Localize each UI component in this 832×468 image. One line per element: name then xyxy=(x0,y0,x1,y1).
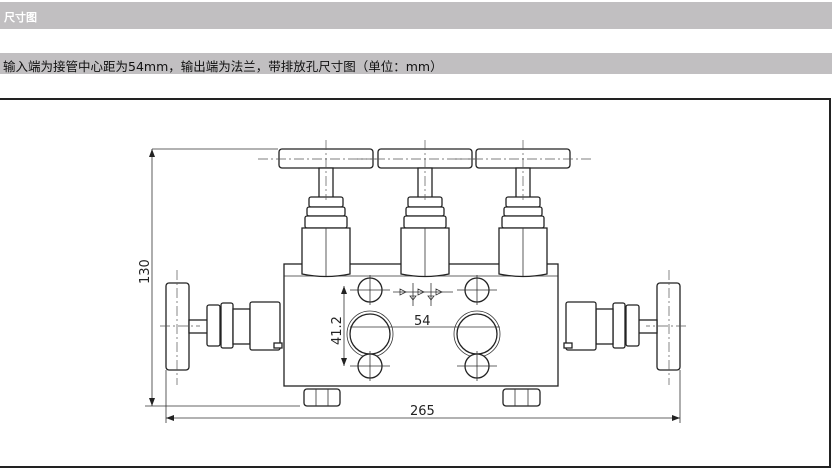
ports xyxy=(346,274,501,382)
valve-schematic-symbol xyxy=(393,283,453,306)
dim-54: 54 xyxy=(414,314,431,329)
drawing-frame xyxy=(0,98,831,468)
top-valves xyxy=(258,139,592,278)
subtitle: 输入端为接管中心距为54mm，输出端为法兰，带排放孔尺寸图（单位：mm） xyxy=(3,59,443,74)
dim-130: 130 xyxy=(138,259,153,284)
dim-41-2: 41.2 xyxy=(330,316,345,345)
subtitle-bar: 输入端为接管中心距为54mm，输出端为法兰，带排放孔尺寸图（单位：mm） xyxy=(0,53,832,74)
dimension-height: 130 xyxy=(138,148,300,407)
bottom-nuts xyxy=(303,388,541,407)
dim-265: 265 xyxy=(410,404,435,419)
section-header: 尺寸图 xyxy=(0,2,832,29)
side-valves xyxy=(160,269,687,386)
manifold-body xyxy=(283,263,559,387)
section-title: 尺寸图 xyxy=(4,11,37,24)
dimension-width: 265 xyxy=(165,370,681,423)
